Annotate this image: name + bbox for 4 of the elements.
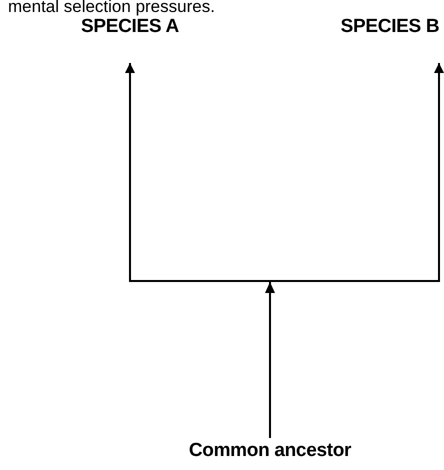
node-label: Common ancestor [188, 440, 352, 462]
caption-text: mental selection pressures. [8, 0, 215, 17]
node-label: SPECIES A [81, 16, 179, 38]
node-label: SPECIES B [340, 16, 440, 38]
